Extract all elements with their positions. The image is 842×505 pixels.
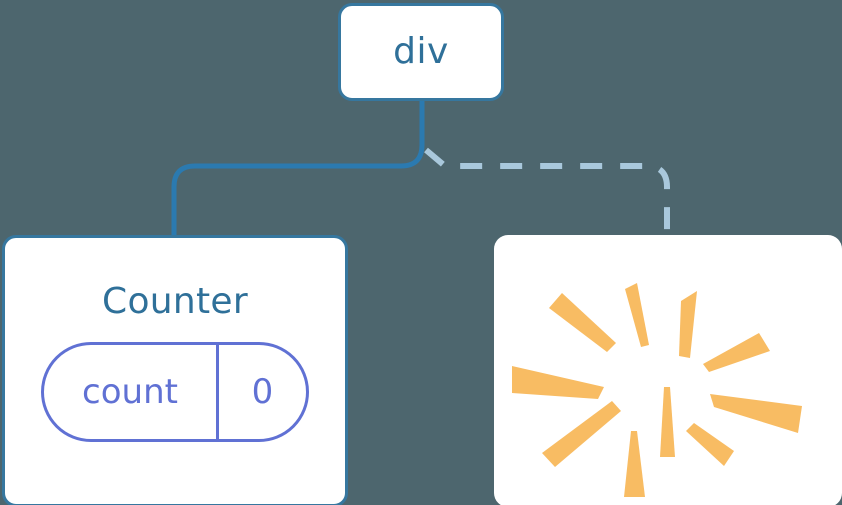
state-pill[interactable]: count 0	[41, 342, 309, 442]
node-counter[interactable]: Counter count 0	[2, 235, 348, 505]
node-counter-title: Counter	[102, 281, 248, 322]
node-spinner[interactable]	[494, 235, 842, 505]
state-key-label: count	[44, 345, 219, 439]
node-div-label: div	[393, 31, 449, 72]
state-value-label: 0	[251, 372, 274, 412]
node-div[interactable]: div	[338, 3, 504, 101]
edge-div-to-counter	[171, 97, 425, 241]
spinner-burst-icon	[512, 283, 802, 497]
edge-div-to-spinner	[424, 147, 670, 238]
